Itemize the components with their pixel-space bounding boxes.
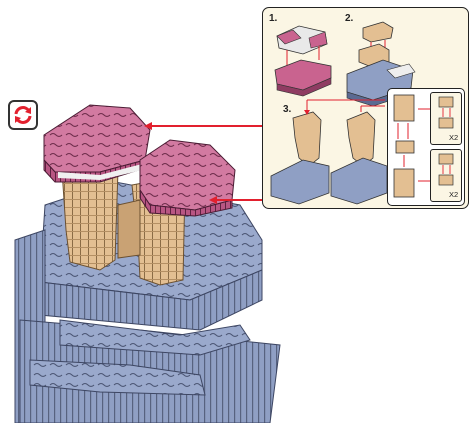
rotate-arrows-icon (12, 104, 34, 126)
step-3-diagram (271, 100, 387, 204)
submodel-a: X2 (430, 92, 462, 145)
rotate-view-button[interactable] (8, 100, 38, 130)
submodel-b-diagram (431, 150, 461, 190)
submodel-a-multiplier: X2 (449, 133, 458, 142)
submodel-b: X2 (430, 149, 462, 202)
submodel-a-diagram (431, 93, 461, 133)
instruction-panel: 1. 2. 3. (262, 7, 469, 209)
submodel-b-multiplier: X2 (449, 190, 458, 199)
submodel-panel: X2 X2 (387, 88, 465, 206)
step-1-diagram (275, 26, 331, 96)
